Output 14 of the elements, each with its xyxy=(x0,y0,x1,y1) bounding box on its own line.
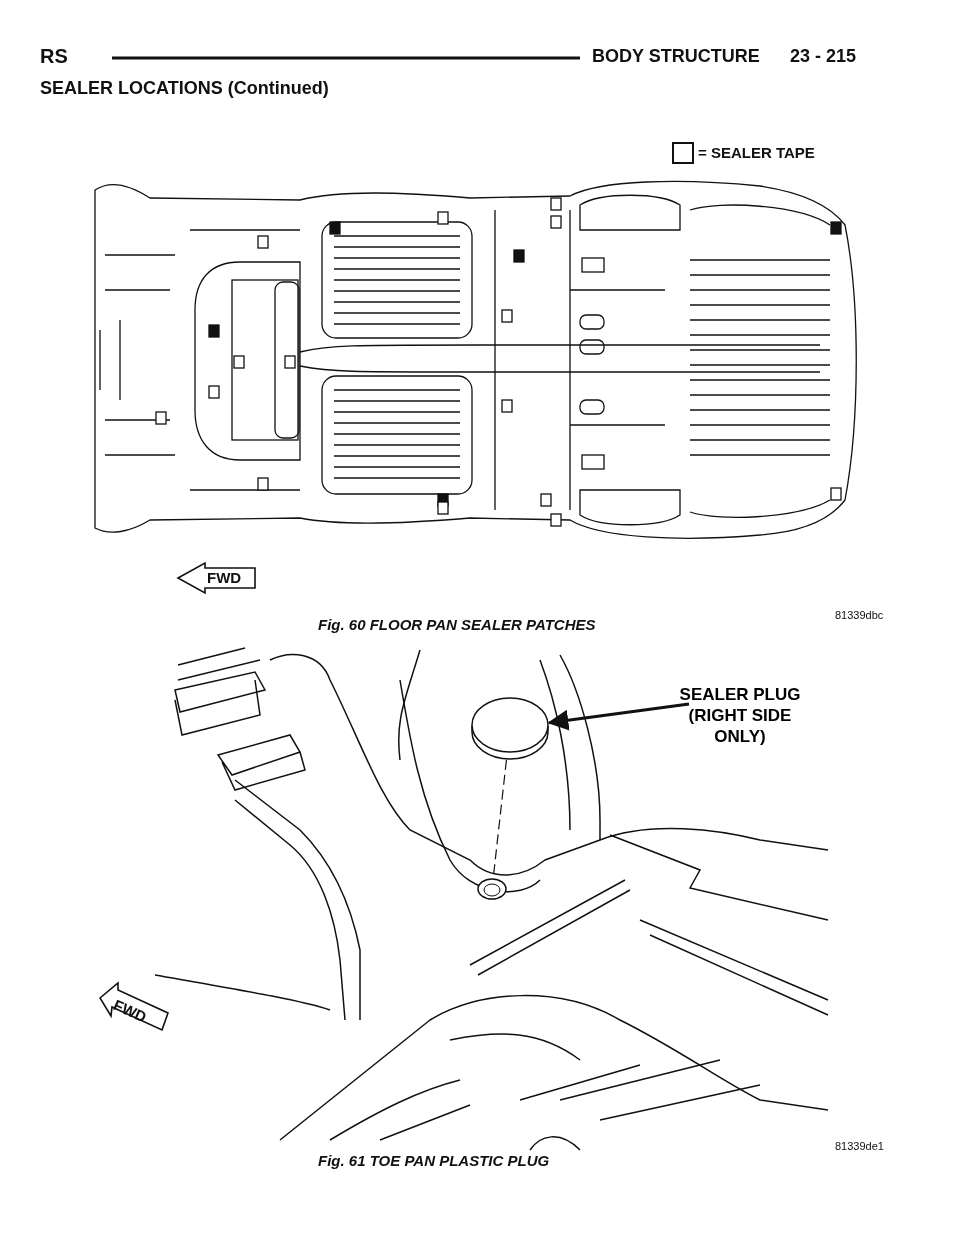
leader-line xyxy=(547,702,690,731)
figure-code: 81339dbc xyxy=(835,609,884,621)
page-number: 23 - 215 xyxy=(790,46,857,67)
section-title: BODY STRUCTURE xyxy=(592,46,760,67)
figure-code: 81339de1 xyxy=(835,1140,884,1152)
figure-caption: Fig. 61 TOE PAN PLASTIC PLUG xyxy=(318,1152,550,1169)
plug-hole xyxy=(477,878,507,900)
direction-label: FWD xyxy=(207,569,242,586)
legend-label: = SEALER TAPE xyxy=(698,144,815,161)
figure-caption: Fig. 60 FLOOR PAN SEALER PATCHES xyxy=(318,616,596,633)
header-text: RS xyxy=(40,45,68,68)
callout-label: SEALER PLUG (RIGHT SIDE ONLY) xyxy=(678,684,802,747)
section-heading: SEALER LOCATIONS (Continued) xyxy=(40,78,329,99)
sealer-plug xyxy=(470,696,550,760)
